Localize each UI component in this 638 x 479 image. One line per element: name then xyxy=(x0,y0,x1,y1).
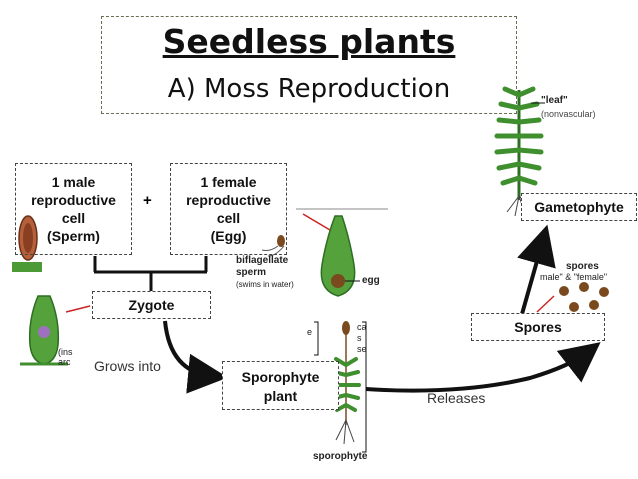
develops-arrow xyxy=(517,224,556,315)
spores-illustration-label: spores xyxy=(566,261,599,272)
arc-label: arc xyxy=(58,357,71,367)
zygote-box: Zygote xyxy=(92,291,211,319)
male-cell-line-4: (Sperm) xyxy=(47,228,100,244)
spores-illustration xyxy=(536,282,609,313)
sporophyte-line-2: plant xyxy=(263,388,298,404)
zygote-label: Zygote xyxy=(128,297,175,313)
nonvascular-label: (nonvascular) xyxy=(541,109,596,119)
male-cell-box: 1 male reproductive cell (Sperm) xyxy=(15,163,132,255)
title-frame xyxy=(101,16,517,114)
sporophyte-line-1: Sporophyte xyxy=(241,369,320,385)
sporophyte-box: Sporophyte plant xyxy=(222,361,339,410)
female-cell-line-2: reproductive xyxy=(186,192,271,208)
female-cell-line-1: 1 female xyxy=(200,174,257,190)
swims-label: (swims in water) xyxy=(236,280,294,289)
sperm-label: sperm xyxy=(236,267,267,278)
male-cell-line-3: cell xyxy=(61,210,86,226)
gametophyte-label: Gametophyte xyxy=(534,199,624,215)
spores-box: Spores xyxy=(471,313,605,341)
ins-label: (ins xyxy=(58,347,73,357)
biflagellate-label: biflagellate xyxy=(236,255,289,266)
spores-label: Spores xyxy=(514,319,562,335)
egg-label: egg xyxy=(362,275,380,286)
releases-arrow xyxy=(365,342,601,393)
gametophyte-box: Gametophyte xyxy=(521,193,637,221)
sporophyte-illustration-label: sporophyte xyxy=(313,451,368,462)
grows-into-arrow xyxy=(163,320,228,394)
fertilization-bracket xyxy=(93,256,208,291)
e-label: e xyxy=(307,327,313,337)
page-subtitle: A) Moss Reproduction xyxy=(167,74,451,104)
male-cell-line-1: 1 male xyxy=(51,174,96,190)
s-label: s xyxy=(357,333,362,343)
sperm-illustration xyxy=(261,235,285,257)
leaf-label: "leaf" xyxy=(541,95,568,106)
female-cell-line-4: (Egg) xyxy=(210,228,247,244)
ca-label: ca xyxy=(357,322,367,332)
sporophyte-illustration xyxy=(314,321,367,453)
male-cell-line-2: reproductive xyxy=(31,192,116,208)
archegonium-illustration xyxy=(302,213,360,297)
female-cell-box: 1 female reproductive cell (Egg) xyxy=(170,163,287,255)
zygote-illustration xyxy=(20,295,91,366)
male-female-label: male" & "female" xyxy=(540,272,608,282)
se-label: se xyxy=(357,344,367,354)
releases-label: Releases xyxy=(427,390,486,406)
plus-sign: + xyxy=(143,192,152,209)
grows-into-label: Grows into xyxy=(94,358,161,374)
page-title: Seedless plants xyxy=(162,22,456,61)
female-cell-line-3: cell xyxy=(216,210,241,226)
gametophyte-moss-illustration xyxy=(494,86,545,217)
antheridium-illustration xyxy=(12,215,42,272)
